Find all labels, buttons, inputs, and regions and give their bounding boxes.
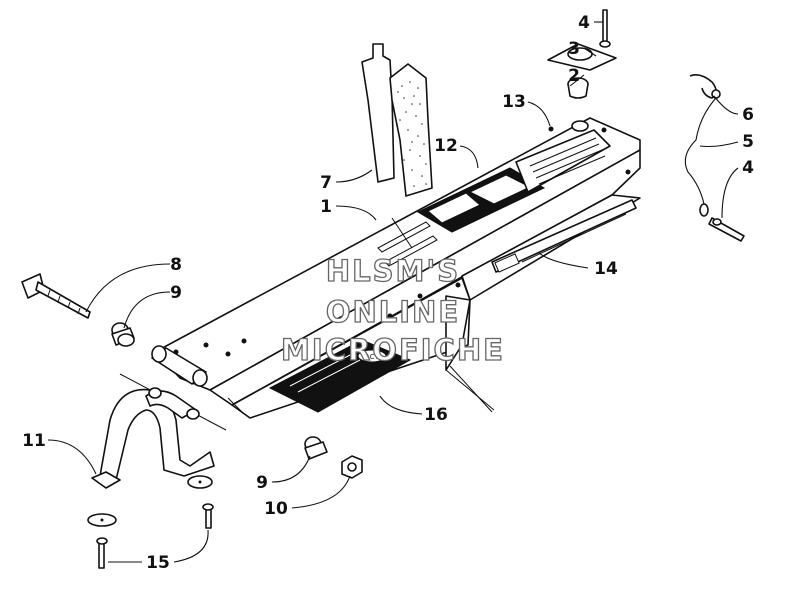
callout-11: 11 [22, 431, 46, 451]
callout-12: 12 [434, 136, 458, 156]
act-logo-text: ACT [365, 353, 380, 361]
leader-lines [47, 21, 739, 563]
bolt [21, 273, 91, 319]
callout-5: 5 [742, 132, 754, 152]
callout-2: 2 [568, 66, 580, 86]
callout-4-right: 4 [742, 158, 754, 178]
decal-13 [515, 129, 611, 193]
callout-6: 6 [742, 105, 754, 125]
callout-14: 14 [594, 259, 618, 279]
callout-4-top: 4 [578, 13, 590, 33]
watermark-line-3: MICROFICHE [281, 333, 505, 367]
decal-16: ACT [268, 339, 412, 413]
callout-9-upper: 9 [170, 283, 182, 303]
callout-9-lower: 9 [256, 473, 268, 493]
callout-13: 13 [502, 92, 526, 112]
decal-12 [416, 167, 546, 233]
rivets [96, 503, 214, 569]
pivot-tube [151, 345, 208, 387]
bushing-upper [111, 322, 135, 347]
callout-3: 3 [568, 39, 580, 59]
callout-1: 1 [320, 197, 332, 217]
watermark: HLSM'S ONLINE MICROFICHE [280, 253, 505, 367]
nut [341, 455, 363, 479]
callout-8: 8 [170, 255, 182, 275]
mount-assembly [547, 9, 617, 99]
callout-labels: 4 3 2 13 12 6 5 4 7 1 8 9 14 11 16 9 10 … [22, 13, 754, 573]
mount-bracket [87, 373, 227, 527]
watermark-line-1: HLSM'S [326, 254, 460, 288]
callout-16: 16 [424, 405, 448, 425]
callout-15: 15 [146, 553, 170, 573]
lanyard-assembly [684, 74, 745, 242]
callout-7: 7 [320, 173, 332, 193]
decal-14 [491, 199, 637, 273]
watermark-line-2: ONLINE [326, 295, 460, 329]
seat-pad [361, 43, 433, 197]
callout-10: 10 [264, 499, 288, 519]
bushing-lower [304, 436, 328, 460]
